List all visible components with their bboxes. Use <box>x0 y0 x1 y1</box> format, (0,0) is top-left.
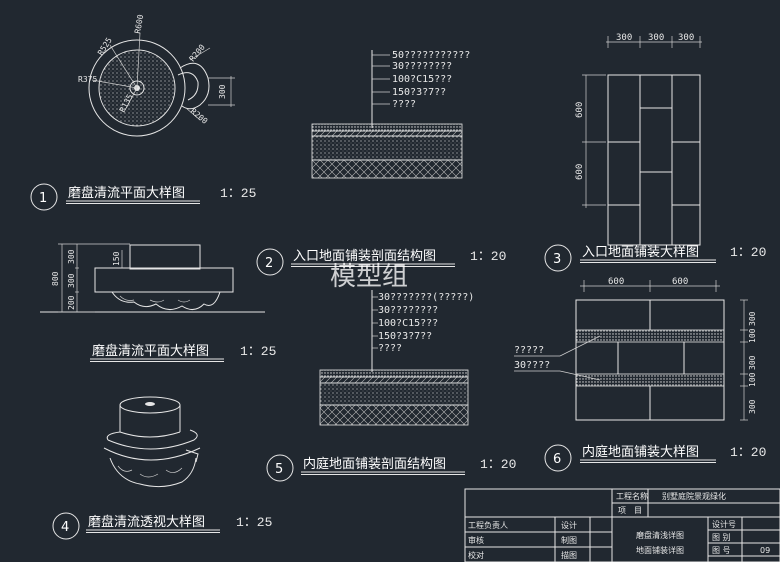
layer-label: 30???????? <box>392 61 452 72</box>
detail-scale: 1：20 <box>480 457 516 472</box>
title-block: 工程名称 别墅庭院景观绿化 项 目 工程负责人 审核 校对 设计 制图 描图 磨… <box>464 488 780 562</box>
dimension-label: 100 <box>748 328 757 343</box>
detail-title: 磨盘清流平面大样图 <box>68 185 185 201</box>
dimension-label: 800 <box>51 271 60 286</box>
row-label: 工程负责人 <box>468 520 508 530</box>
dimension-label: 300 <box>218 84 227 99</box>
detail-scale: 1：25 <box>220 186 256 201</box>
watermark: 模型组 <box>330 262 408 292</box>
detail-title-6: 6 内庭地面铺装大样图 1：20 <box>544 444 766 472</box>
detail-number: 3 <box>553 252 561 267</box>
detail-title: 磨盘清流透视大样图 <box>88 514 205 530</box>
detail-title: 磨盘清流平面大样图 <box>92 343 209 359</box>
detail-5-courtyard-section: 30???????(?????) 30???????? 100?C15??? 1… <box>319 290 474 426</box>
dimension-label: 300 <box>648 33 664 43</box>
right-label: 设计号 <box>712 519 736 529</box>
detail-title-4: 4 磨盘清流透视大样图 1：25 <box>52 512 272 540</box>
project-label: 工程名称 <box>616 491 648 501</box>
dimension-label: 600 <box>672 277 688 287</box>
layer-label: ???? <box>392 99 416 110</box>
dimension-label: 150 <box>112 251 121 266</box>
right-label: 图 别 <box>712 533 731 542</box>
detail-title: 入口地面铺装剖面结构图 <box>293 249 436 264</box>
dimension-label: 300 <box>748 311 757 326</box>
dimension-label: 600 <box>575 164 585 180</box>
detail-number: 4 <box>61 520 69 535</box>
drawing-name: 地面铺装详图 <box>636 545 684 555</box>
dimension-label: 300 <box>748 399 757 414</box>
dimension-label: 300 <box>678 33 694 43</box>
radius-label: R200 <box>189 107 210 126</box>
layer-label: 150?3?7?? <box>378 331 432 342</box>
col-label: 描图 <box>561 550 577 560</box>
detail-scale: 1：20 <box>470 249 506 264</box>
material-label: 30???? <box>514 360 550 371</box>
detail-title-3: 3 入口地面铺装大样图 1：20 <box>544 244 766 272</box>
row-label: 审核 <box>468 535 484 545</box>
detail-scale: 1：20 <box>730 245 766 260</box>
row-label: 校对 <box>468 550 484 560</box>
item-label: 项 目 <box>618 506 642 515</box>
layer-label: 100?C15??? <box>378 318 438 329</box>
detail-number: 5 <box>275 462 283 477</box>
detail-title: 内庭地面铺装大样图 <box>582 444 699 460</box>
detail-number: 6 <box>553 452 561 467</box>
dimension-label: 100 <box>748 372 757 387</box>
detail-6-courtyard-paving: 600 600 300 100 300 100 300 ????? 30???? <box>514 277 757 421</box>
detail-4-millstone-perspective <box>103 396 201 488</box>
detail-scale: 1：25 <box>240 344 276 359</box>
detail-title-elevation: 磨盘清流平面大样图 1：25 <box>90 343 276 362</box>
detail-number: 2 <box>265 256 273 271</box>
radius-label: R200 <box>188 43 207 64</box>
dimension-label: 300 <box>67 273 76 288</box>
col-label: 设计 <box>561 520 577 530</box>
radius-label: R600 <box>133 14 145 35</box>
layer-label: 30???????(?????) <box>378 292 474 303</box>
dimension-label: 200 <box>67 295 76 310</box>
radius-label: R525 <box>96 36 114 57</box>
detail-2-entrance-section: 50??????????? 30???????? 100?C15??? 150?… <box>311 50 470 179</box>
layer-label: 150?3?7?? <box>392 87 446 98</box>
layer-label: 50??????????? <box>392 50 470 61</box>
detail-title-1: 1 磨盘清流平面大样图 1：25 <box>30 183 256 211</box>
layer-label: 100?C15??? <box>392 74 452 85</box>
right-label: 图 号 <box>712 546 731 555</box>
detail-3-entrance-paving: 300 300 300 600 600 <box>575 33 702 246</box>
detail-1-millstone-plan: R525 R600 R200 R375 R135 R200 300 <box>78 14 235 137</box>
detail-title: 入口地面铺装大样图 <box>582 245 699 260</box>
col-label: 制图 <box>561 535 577 545</box>
dimension-label: 600 <box>575 102 585 118</box>
detail-title-5: 5 内庭地面铺装剖面结构图 1：20 <box>266 454 516 482</box>
detail-millstone-elevation: 800 200 300 300 150 <box>40 243 265 313</box>
detail-number: 1 <box>39 191 47 206</box>
dimension-label: 300 <box>748 355 757 370</box>
dimension-label: 600 <box>608 277 624 287</box>
drawing-name: 磨盘清浅详图 <box>636 530 684 540</box>
material-label: ????? <box>514 345 544 356</box>
dimension-label: 300 <box>67 249 76 264</box>
layer-label: ???? <box>378 343 402 354</box>
radius-label: R375 <box>78 75 97 84</box>
detail-scale: 1：25 <box>236 515 272 530</box>
detail-scale: 1：20 <box>730 445 766 460</box>
detail-title: 内庭地面铺装剖面结构图 <box>303 456 446 472</box>
layer-label: 30???????? <box>378 305 438 316</box>
dimension-label: 300 <box>616 33 632 43</box>
detail-title-2: 2 入口地面铺装剖面结构图 1：20 <box>256 248 506 276</box>
project-value: 别墅庭院景观绿化 <box>662 491 726 501</box>
drawing-number: 09 <box>760 546 770 555</box>
